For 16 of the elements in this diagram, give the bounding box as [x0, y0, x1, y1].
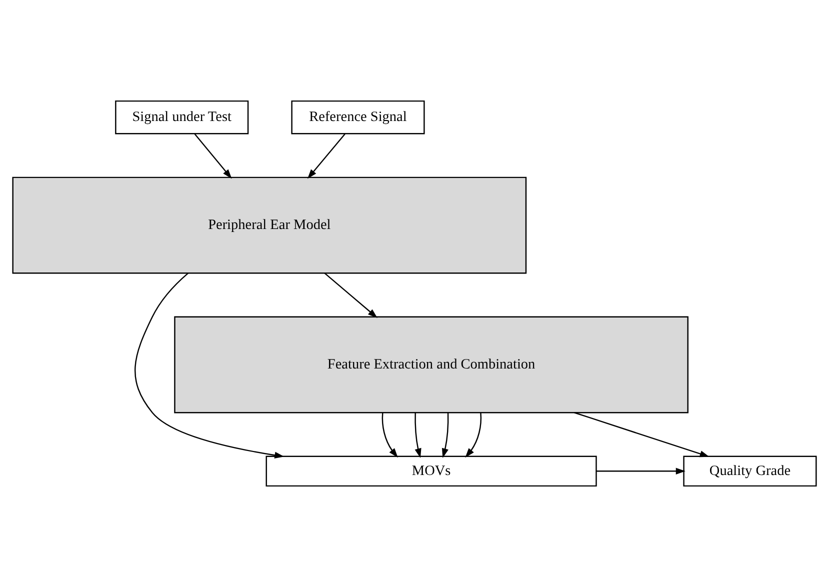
arrow: [574, 412, 710, 457]
arrow: [194, 133, 232, 178]
arrow: [414, 412, 422, 458]
arrow: [465, 412, 482, 458]
node-box: MOVs: [266, 455, 597, 486]
node-box: Feature Extraction and Combination: [174, 316, 688, 413]
arrow: [442, 412, 449, 458]
arrow: [324, 272, 378, 318]
arrow: [382, 412, 398, 458]
node-box: Peripheral Ear Model: [12, 176, 527, 274]
arrow: [596, 467, 686, 474]
node-box: Signal under Test: [115, 100, 249, 134]
arrow: [134, 272, 284, 458]
arrow: [307, 133, 346, 178]
node-box: Quality Grade: [683, 455, 817, 486]
node-box: Reference Signal: [291, 100, 425, 134]
